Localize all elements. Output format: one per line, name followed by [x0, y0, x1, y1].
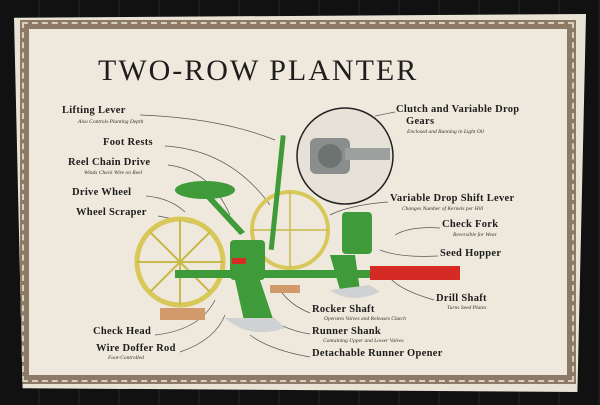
runner-opener	[225, 318, 285, 333]
clutch-gears-detail	[310, 138, 390, 174]
decal	[232, 258, 246, 264]
label-wheel-scraper: Wheel Scraper	[76, 207, 147, 218]
label-drive-wheel: Drive Wheel	[72, 187, 132, 198]
desc-reel-chain-drive: Winds Check Wire on Reel	[84, 170, 143, 176]
label-check-fork: Check Fork	[442, 219, 499, 230]
poster	[14, 14, 586, 392]
tongue	[370, 266, 460, 280]
wood-block	[270, 285, 300, 293]
runner-opener	[330, 285, 380, 299]
label-clutch: Clutch and Variable Drop	[396, 104, 520, 115]
label-clutch-line2: Gears	[406, 116, 435, 127]
label-runner-shank: Runner Shank	[312, 326, 382, 337]
drive-wheel	[134, 190, 330, 308]
label-rocker-shaft: Rocker Shaft	[312, 304, 375, 315]
label-runner-opener: Detachable Runner Opener	[312, 348, 443, 359]
decorative-border	[20, 20, 576, 384]
label-drill-shaft: Drill Shaft	[436, 293, 487, 304]
label-wire-doffer-rod: Wire Doffer Rod	[96, 343, 176, 354]
leader-lines	[139, 111, 441, 358]
poster-title: TWO-ROW PLANTER	[98, 54, 419, 87]
label-shift-lever: Variable Drop Shift Lever	[390, 193, 515, 204]
label-lifting-lever: Lifting Lever	[62, 105, 126, 116]
desc-drill-shaft: Turns Seed Plates	[447, 305, 487, 311]
wood-block	[160, 308, 205, 320]
label-foot-rests: Foot Rests	[103, 137, 153, 148]
desc-shift-lever: Changes Number of Kernels per Hill	[402, 206, 484, 212]
desc-lifting-lever: Also Controls Planting Depth	[78, 119, 144, 125]
desc-check-fork: Reversible for Wear	[453, 232, 497, 238]
desc-rocker-shaft: Operates Valves and Releases Clutch	[324, 316, 406, 322]
desc-clutch: Enclosed and Running in Light Oil	[407, 129, 484, 135]
label-check-head: Check Head	[93, 326, 152, 337]
desc-runner-shank: Containing Upper and Lower Valves	[323, 338, 404, 344]
label-seed-hopper: Seed Hopper	[440, 248, 502, 259]
desc-wire-doffer-rod: Foot-Controlled	[108, 355, 144, 361]
planter-frame	[175, 135, 415, 325]
label-reel-chain-drive: Reel Chain Drive	[68, 157, 151, 168]
